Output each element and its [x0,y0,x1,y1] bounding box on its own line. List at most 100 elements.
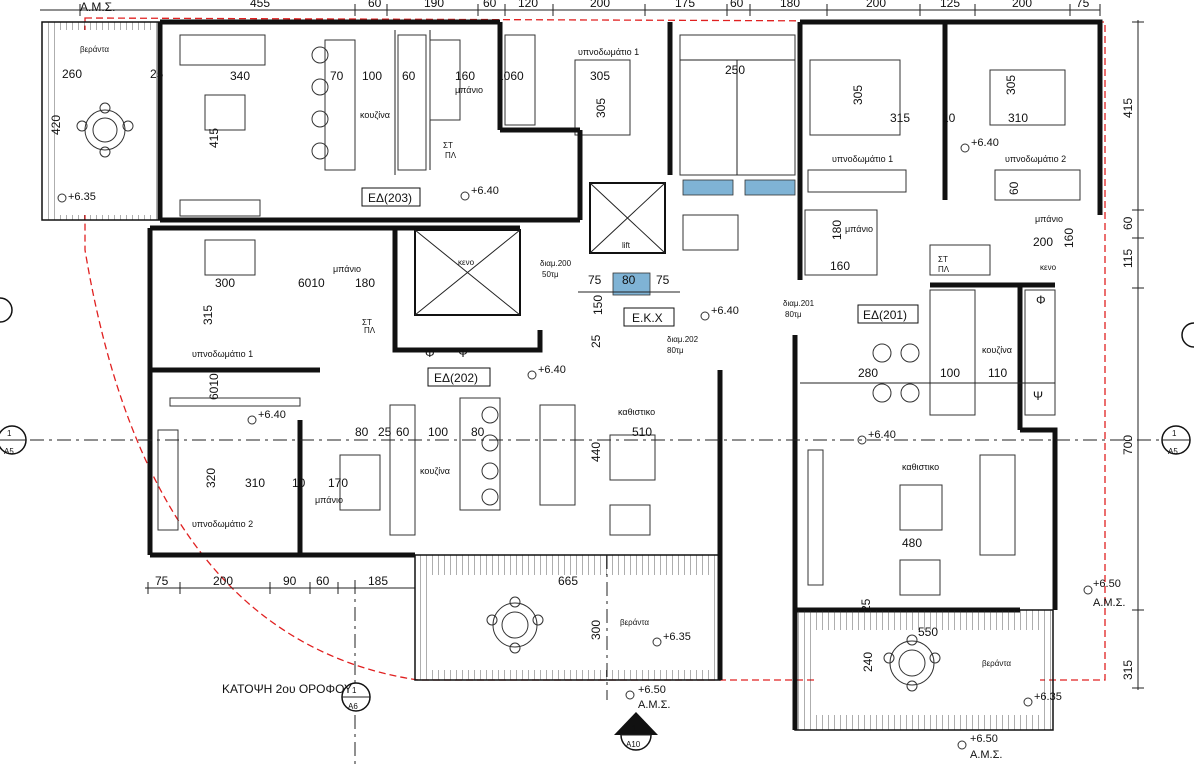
door-202-label: διαμ.202 [667,335,699,344]
svg-text:A5: A5 [4,447,14,456]
dim-10a: 10 [942,111,956,125]
bath-201b-label: μπάνιο [1035,214,1063,224]
stair-lift-core: 250 lift 75 80 75 150 Ε.Κ.Χ διαμ.200 50τ… [540,34,796,327]
section-marker-a10: 1 A10 [606,555,658,751]
void-201-label: κενο [1040,263,1057,272]
top-dim-8: 180 [780,0,800,10]
veranda-203-label: βεράντα [80,45,109,54]
dim-100c: 100 [428,425,448,439]
dim-250: 250 [725,63,745,77]
dim-160b: 160 [830,259,850,273]
svg-text:+6.50: +6.50 [638,684,666,696]
bottom-dim-1: 200 [213,574,233,588]
dim-6010: 6010 [298,276,325,290]
dim-200: 200 [1033,235,1053,249]
svg-text:A10: A10 [626,740,641,749]
dim-100b: 100 [940,366,960,380]
kitchen-203-label: κουζίνα [360,110,390,120]
elev-marker-11: +6.35 [1023,691,1062,707]
unit-202-label: ΕΔ(202) [434,371,478,385]
bedroom2-201-label: υπνοδωμάτιο 2 [1005,154,1066,164]
kitchen-201-label: κουζίνα [982,345,1012,355]
svg-text:1: 1 [1172,429,1177,438]
right-dim-1: 60 [1121,216,1135,230]
bedroom-203-label: υπνοδωμάτιο 1 [578,47,639,57]
veranda-201-label: βεράντα [982,659,1011,668]
top-dim-9: 200 [866,0,886,10]
dim-25d: 25 [859,598,873,612]
void-202-label: κενο [458,258,475,267]
elevation-markers: +6.35 +6.40 +6.40 +6.40 +6.40 +6.40 +6.4… [57,137,1125,761]
unit-202: κενο 300 6010 180 315 μπάνιο ΣΤ ΠΛ Φ Ψ υ… [147,225,699,558]
dim-665: 665 [558,574,578,588]
bottom-dim-4: 185 [368,574,388,588]
dim-300b: 300 [589,620,603,640]
dim-420: 420 [49,115,63,135]
top-dim-5: 200 [590,0,610,10]
elev-marker-7: +6.40 [857,429,896,445]
dim-340: 340 [230,69,250,83]
bedroom1-202-label: υπνοδωμάτιο 1 [192,349,253,359]
dim-415: 415 [207,128,221,148]
dim-160: 160 [455,69,475,83]
svg-text:A5: A5 [1168,447,1178,456]
bath-203-label: μπάνιο [455,85,483,95]
ams-label-1: Α.Μ.Σ. [1093,597,1125,609]
unit-201-label: ΕΔ(201) [863,308,907,322]
bottom-dim-3: 60 [316,574,330,588]
top-dim-6: 175 [675,0,695,10]
right-dimension-chain: 415 60 115 700 315 [1121,20,1144,690]
right-dim-3: 700 [1121,435,1135,455]
svg-text:+6.50: +6.50 [1093,578,1121,590]
top-ams-label: Α.Μ.Σ. [80,0,115,14]
dim-480: 480 [902,536,922,550]
ams-label-2: Α.Μ.Σ. [638,699,670,711]
property-boundary [84,17,1106,681]
dim-60c: 60 [1007,181,1021,195]
dim-150: 150 [591,295,605,315]
top-dimension-chain: Α.Μ.Σ. 455 60 190 60 120 200 175 60 180 … [40,0,1101,16]
bedroom1-201-label: υπνοδωμάτιο 1 [832,154,893,164]
pl-203: ΠΛ [445,151,457,160]
section-marker-left: 1 A5 [0,425,27,456]
dim-80b: 80 [355,425,369,439]
top-dim-1: 60 [368,0,382,10]
top-dim-4: 120 [518,0,538,10]
elev-marker-3: +6.40 [960,137,999,153]
svg-text:+6.35: +6.35 [663,631,691,643]
drawing-title: ΚΑΤΟΨΗ 2ου ΟΡΟΦΟΥ [222,682,352,696]
bath-202a-label: μπάνιο [333,264,361,274]
dim-315b: 315 [201,305,215,325]
svg-text:+6.40: +6.40 [971,137,999,149]
dim-25b: 25 [378,425,392,439]
top-dim-11: 200 [1012,0,1032,10]
elev-marker-10: +6.35 [652,631,691,647]
dim-280: 280 [858,366,878,380]
dim-320: 320 [204,468,218,488]
dim-180b: 180 [830,220,844,240]
top-dim-3: 60 [483,0,497,10]
veranda-202-label: βεράντα [620,618,649,627]
svg-text:+6.35: +6.35 [1034,691,1062,703]
door-201-label: διαμ.201 [783,299,815,308]
dim-110: 110 [988,366,1007,380]
bottom-dim-2: 90 [283,574,297,588]
bath-201a-label: μπάνιο [845,224,873,234]
elev-marker-9: +6.50 [625,684,666,700]
svg-text:+6.40: +6.40 [471,185,499,197]
section-marker-right: 1 A5 [1161,425,1191,456]
bath-202b-label: μπάνιο [315,495,343,505]
ams-label-3: Α.Μ.Σ. [970,749,1002,761]
svg-text:+6.40: +6.40 [711,305,739,317]
elev-marker-4: +6.40 [700,305,739,321]
dim-305d: 305 [1004,75,1018,95]
unit-201-lower: Φ Ψ 280 100 110 κουζίνα καθιστικο 480 ΕΔ… [783,282,1058,730]
dim-160c: 160 [1062,228,1076,248]
dim-10b: 10 [292,476,306,490]
st-202: ΣΤ [362,318,372,327]
dim-60a: 60 [402,69,416,83]
svg-text:+6.40: +6.40 [868,429,896,441]
svg-text:+6.50: +6.50 [970,733,998,745]
left-edge-marker [0,297,13,323]
dim-300a: 300 [215,276,235,290]
